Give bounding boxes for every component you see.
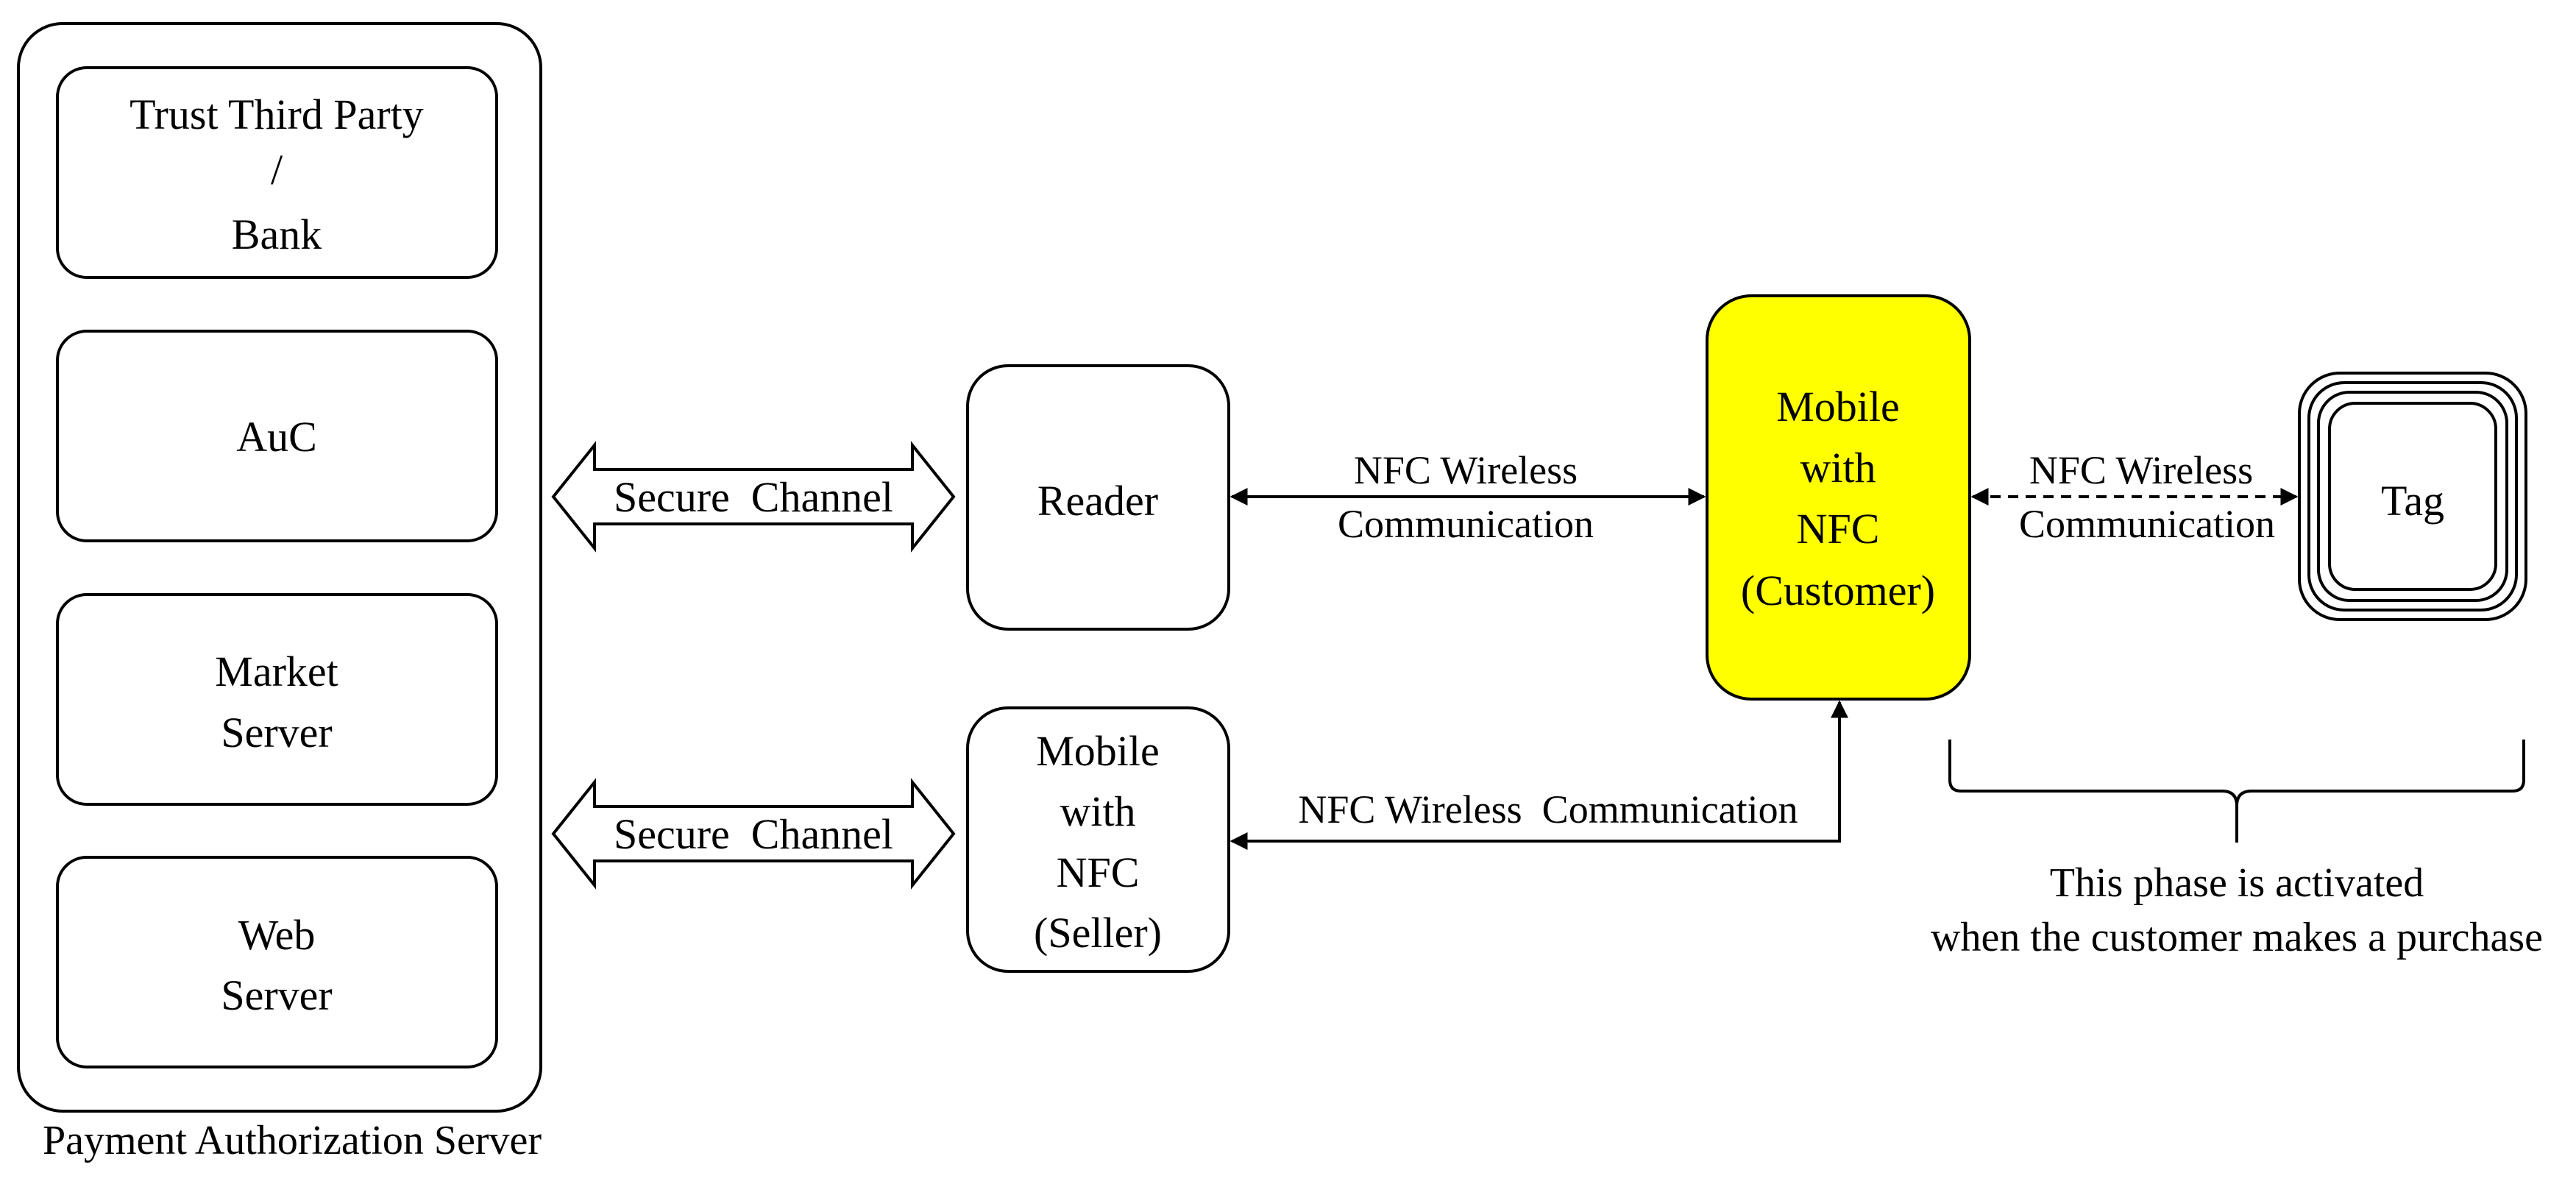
customer-line-1: Mobile bbox=[1776, 383, 1900, 430]
secure-channel-bottom: Secure Channel bbox=[551, 778, 956, 890]
auc-label: AuC bbox=[236, 413, 317, 461]
seller-customer-link-label: NFC Wireless Communication bbox=[1298, 787, 1798, 832]
secure-channel-bottom-label: Secure Channel bbox=[614, 810, 893, 858]
web-server-box: Web Server bbox=[56, 856, 498, 1068]
customer-tag-link: NFC Wireless Communication bbox=[1970, 448, 2299, 546]
web-label: Web bbox=[238, 911, 316, 959]
customer-tag-link-line-2: Communication bbox=[2019, 502, 2275, 546]
bank-label: Bank bbox=[232, 210, 322, 258]
customer-mobile-box: Mobile with NFC (Customer) bbox=[1706, 294, 1971, 701]
seller-line-2: with bbox=[1060, 787, 1135, 835]
reader-customer-link-line-1: NFC Wireless bbox=[1354, 448, 1578, 492]
customer-line-2: with bbox=[1800, 444, 1876, 492]
reader-box: Reader bbox=[966, 364, 1230, 631]
phase-brace bbox=[1948, 740, 2525, 843]
reader-label: Reader bbox=[1037, 477, 1158, 525]
customer-line-4: (Customer) bbox=[1741, 567, 1935, 614]
customer-tag-link-line-1: NFC Wireless bbox=[2029, 448, 2253, 492]
web-server-label: Server bbox=[221, 971, 332, 1019]
phase-note-line-2: when the customer makes a purchase bbox=[1931, 915, 2543, 960]
payment-authorization-server-label: Payment Authorization Server bbox=[43, 1118, 542, 1163]
secure-channel-top-label: Secure Channel bbox=[614, 473, 893, 521]
payment-authorization-server: Trust Third Party / Bank AuC Market Serv… bbox=[17, 22, 542, 1163]
market-label: Market bbox=[215, 648, 338, 695]
phase-note-line-1: This phase is activated bbox=[2050, 860, 2424, 906]
customer-line-3: NFC bbox=[1797, 505, 1880, 553]
slash-label: / bbox=[271, 146, 283, 194]
market-server-label: Server bbox=[221, 709, 332, 756]
secure-channel-top: Secure Channel bbox=[551, 441, 956, 553]
seller-customer-link: NFC Wireless Communication bbox=[1230, 700, 1848, 850]
seller-line-4: (Seller) bbox=[1034, 909, 1162, 957]
market-server-box: Market Server bbox=[56, 593, 498, 806]
trust-third-party-label: Trust Third Party bbox=[129, 91, 424, 138]
trust-third-party-bank-box: Trust Third Party / Bank bbox=[56, 66, 498, 279]
tag-label: Tag bbox=[2381, 477, 2444, 525]
seller-mobile-box: Mobile with NFC (Seller) bbox=[966, 706, 1230, 973]
tag-box: Tag bbox=[2298, 372, 2527, 621]
reader-customer-link-line-2: Communication bbox=[1338, 502, 1594, 546]
seller-line-3: NFC bbox=[1057, 848, 1140, 896]
phase-note: This phase is activated when the custome… bbox=[1931, 860, 2543, 960]
reader-customer-link: NFC Wireless Communication bbox=[1230, 448, 1706, 546]
seller-line-1: Mobile bbox=[1036, 727, 1160, 775]
auc-box: AuC bbox=[56, 330, 498, 542]
